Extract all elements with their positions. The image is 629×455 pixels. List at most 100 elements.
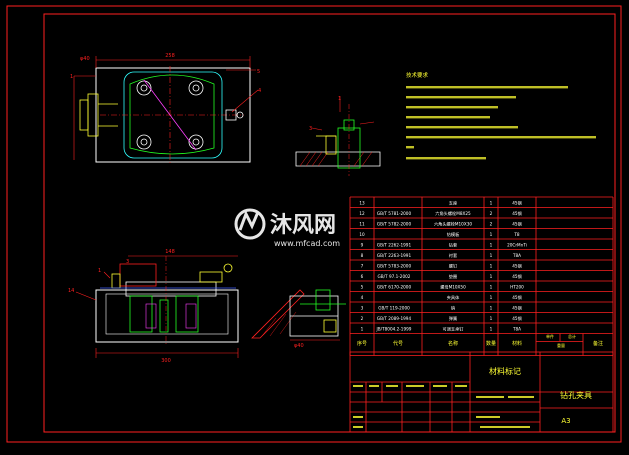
section-dim-left: 3	[309, 126, 312, 132]
bom-cell-name: 钻模板	[447, 231, 460, 238]
bom-header-name: 名称	[448, 340, 458, 347]
drawing-frame	[6, 5, 622, 443]
bom-cell-name: 夹具体	[447, 294, 460, 301]
plan-dim-top: 258	[165, 53, 175, 59]
section-view[interactable]: 1 3	[295, 96, 381, 176]
bom-cell-idx: 2	[361, 316, 364, 321]
bom-cell-mat: 45钢	[512, 304, 522, 311]
bom-cell-code: GB/T 6170-2000	[377, 284, 412, 289]
bom-cell-idx: 11	[359, 221, 365, 226]
bom-header-idx: 序号	[357, 340, 367, 347]
tech-notes: 技术要求	[406, 71, 596, 160]
bom-cell-qty: 1	[490, 274, 493, 279]
bom-cell-name: 六角头螺栓M10X30	[434, 220, 472, 227]
bom-cell-qty: 1	[490, 242, 493, 247]
plan-balloon-4: 4	[258, 88, 261, 94]
bom-cell-qty: 2	[490, 221, 493, 226]
front-view[interactable]: 148 300 14 1 3	[68, 249, 239, 364]
plan-balloon-5: 5	[257, 69, 260, 75]
bom-cell-name: 垫圈	[449, 273, 457, 280]
bom-cell-idx: 10	[359, 232, 365, 237]
bom-cell-idx: 8	[361, 253, 364, 258]
bom-cell-idx: 5	[361, 284, 364, 289]
watermark: 沐风网 www.mfcad.com	[234, 208, 340, 248]
bom-cell-qty: 1	[490, 263, 493, 268]
bom-cell-mat: HT200	[510, 284, 524, 289]
bom-cell-qty: 1	[490, 295, 493, 300]
title-material-label: 材料标记	[489, 366, 521, 376]
mf-logo-icon	[234, 208, 266, 240]
bom-cell-mat: 45钢	[512, 294, 522, 301]
bom-cell-mat: 20CrMnTi	[507, 242, 527, 247]
plan-dim-left: 1	[70, 74, 73, 80]
front-dim-left: 14	[68, 288, 74, 294]
bom-cell-idx: 4	[361, 295, 364, 300]
bom-cell-idx: 9	[361, 242, 364, 247]
bom-cell-name: 衬套	[449, 252, 458, 259]
bom-header-single: 单件	[546, 333, 554, 339]
section-dim-top: 1	[338, 96, 341, 102]
bom-cell-code: GB/T 5783-2000	[377, 263, 412, 268]
front-dim-top: 148	[165, 249, 175, 255]
bom-cell-mat: 45钢	[512, 273, 522, 280]
bom-header-qty: 数量	[486, 340, 496, 347]
front-balloon-3: 3	[126, 259, 129, 265]
bom-cell-qty: 1	[490, 305, 493, 310]
title-drawing-name: 钻孔夹具	[560, 390, 592, 400]
bom-cell-mat: T8A	[512, 253, 521, 258]
bom-cell-idx: 12	[359, 211, 365, 216]
front-dim-bottom: 300	[161, 358, 171, 364]
bom-cell-qty: 1	[490, 232, 493, 237]
side-dim-bottom: φ40	[294, 343, 304, 349]
bom-cell-qty: 1	[490, 200, 493, 205]
title-sheet-size: A3	[561, 417, 570, 425]
bom-cell-name: 弹簧	[449, 315, 457, 322]
bom-cell-name: 可调支承钉	[443, 325, 465, 332]
bom-header-total: 总计	[568, 333, 576, 339]
bom-cell-mat: T8	[513, 232, 520, 237]
tech-notes-title: 技术要求	[406, 71, 429, 79]
bom-cell-idx: 1	[361, 326, 364, 331]
bom-header-mat: 材料	[512, 340, 522, 347]
bom-cell-idx: 13	[359, 200, 365, 205]
bom-cell-mat: 45钢	[512, 262, 522, 269]
bom-cell-code: GB/T 5782-2000	[377, 221, 412, 226]
bom-cell-name: 支座	[449, 199, 457, 206]
bom-cell-idx: 6	[361, 274, 364, 279]
bom-cell-code: GB/T 2263-1991	[377, 253, 412, 258]
front-dim-top-left: 1	[98, 268, 101, 274]
bom-cell-code: GB/T 5781-2000	[377, 211, 412, 216]
watermark-url: www.mfcad.com	[274, 239, 340, 248]
watermark-brand: 沐风网	[270, 213, 336, 238]
bom-cell-code: GB/T 2262-1991	[377, 242, 412, 247]
bom-cell-code: GB/T 2089-1994	[377, 316, 412, 321]
bom-cell-name: 钻套	[449, 241, 458, 248]
bom-cell-qty: 2	[490, 211, 493, 216]
bom-cell-mat: 45钢	[512, 210, 522, 217]
bom-cell-code: JB/T8004.2-1999	[376, 326, 412, 331]
bom-cell-mat: 45钢	[512, 315, 522, 322]
bom-cell-mat: 45钢	[512, 220, 522, 227]
bom-cell-code: GB/T 97.1-2002	[378, 274, 411, 279]
bom-cell-idx: 3	[361, 305, 364, 310]
bom-cell-code: GB/T 119-2000	[378, 305, 410, 310]
bom-cell-name: 螺母M10X50	[440, 283, 466, 290]
title-block[interactable]: 材料标记 钻孔夹具 A3	[349, 351, 614, 433]
bom-cell-qty: 1	[490, 284, 493, 289]
bom-cell-name: 六角头螺栓M8X25	[435, 210, 471, 217]
bom-header-remark: 备注	[593, 340, 603, 347]
bom-cell-qty: 1	[490, 253, 493, 258]
plan-view[interactable]: 258 φ40 1 5 4	[70, 53, 261, 164]
plan-dim-left-top: φ40	[80, 56, 90, 62]
bom-cell-name: 销	[451, 304, 455, 311]
bom-cell-mat: T8A	[512, 326, 521, 331]
bom-cell-idx: 7	[361, 263, 364, 268]
bom-header-code: 代号	[393, 340, 403, 347]
bom-cell-mat: 45钢	[512, 199, 522, 206]
side-view[interactable]: φ40	[251, 289, 346, 349]
bom-header-weight: 重量	[557, 342, 565, 348]
bom-cell-name: 螺钉	[449, 262, 458, 269]
bom-cell-qty: 1	[490, 326, 493, 331]
